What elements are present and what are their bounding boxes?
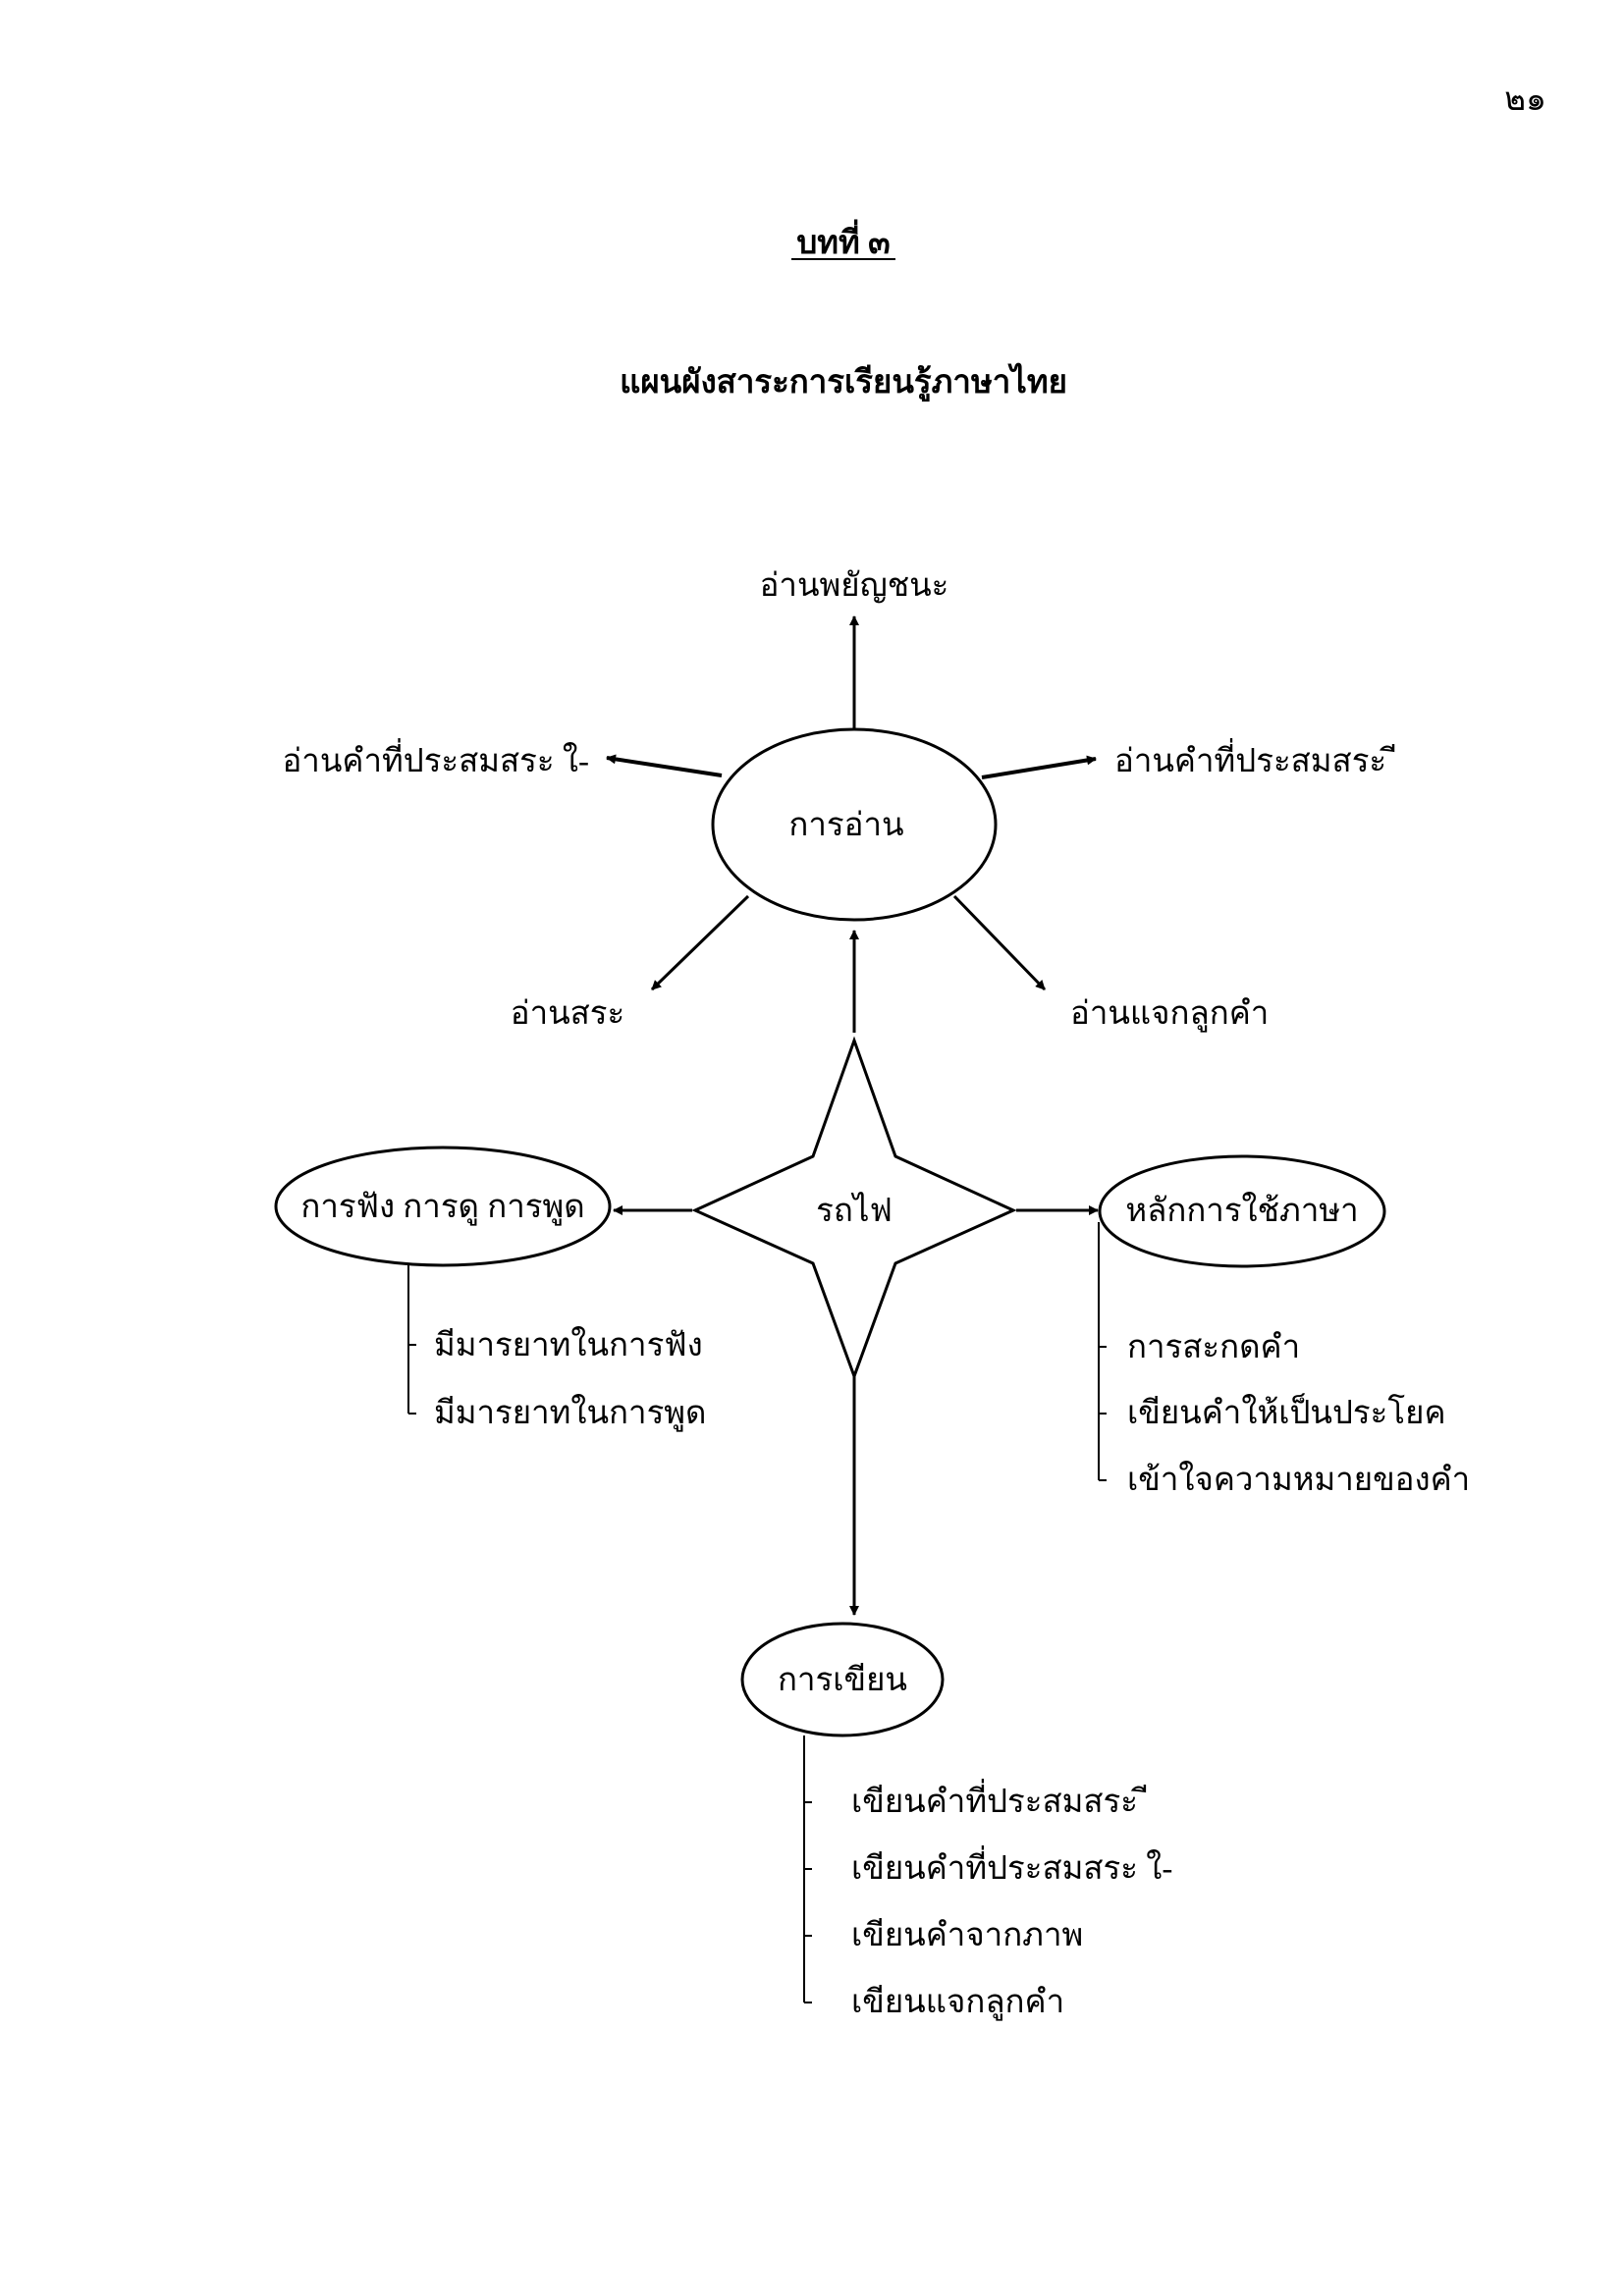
reading-label: การอ่าน — [788, 808, 903, 843]
writing-item: เขียนแจกลูกคำ — [851, 1985, 1064, 2021]
writing-node — [740, 1622, 945, 1737]
arrow-lower-left — [650, 894, 750, 991]
branch-lower-right: อ่านแจกลูกคำ — [1070, 996, 1269, 1033]
writing-item: เขียนคำที่ประสมสระ ใ- — [851, 1845, 1172, 1887]
principles-label: หลักการใช้ภาษา — [1125, 1192, 1358, 1229]
listening-bracket — [407, 1265, 416, 1415]
page-number: ๒๑ — [1504, 82, 1546, 118]
listening-node — [274, 1146, 612, 1267]
branch-lower-left: อ่านสระ — [511, 996, 625, 1032]
principles-bracket — [1098, 1222, 1107, 1481]
principles-item: เข้าใจความหมายของคำ — [1127, 1461, 1470, 1498]
writing-item: เขียนคำที่ประสมสระ ี — [851, 1779, 1149, 1820]
listening-item: มีมารยาทในการฟัง — [434, 1326, 703, 1363]
center-label: รถไฟ — [816, 1192, 893, 1229]
listening-label: การฟัง การดู การพูด — [300, 1190, 584, 1226]
listening-item: มีมารยาทในการพูด — [434, 1394, 706, 1432]
arrow-left — [606, 754, 723, 777]
writing-bracket — [803, 1735, 812, 2003]
branch-right: อ่านคำที่ประสมสระ ี — [1114, 738, 1397, 779]
branch-left: อ่านคำที่ประสมสระ ใ- — [282, 738, 589, 779]
principles-item: การสะกดคำ — [1127, 1330, 1300, 1365]
subtitle: แผนผังสาระการเรียนรู้ภาษาไทย — [620, 362, 1067, 402]
arrow-lower-right — [952, 894, 1047, 991]
chapter-title: บทที่ ๓ — [796, 219, 890, 261]
writing-label: การเขียน — [778, 1663, 907, 1698]
reading-node — [711, 727, 998, 922]
principles-node — [1098, 1154, 1386, 1268]
arrow-right — [981, 755, 1097, 779]
principles-item: เขียนคำให้เป็นประโยค — [1127, 1393, 1446, 1431]
branch-top: อ่านพยัญชนะ — [760, 568, 949, 604]
writing-item: เขียนคำจากภาพ — [851, 1918, 1083, 1953]
